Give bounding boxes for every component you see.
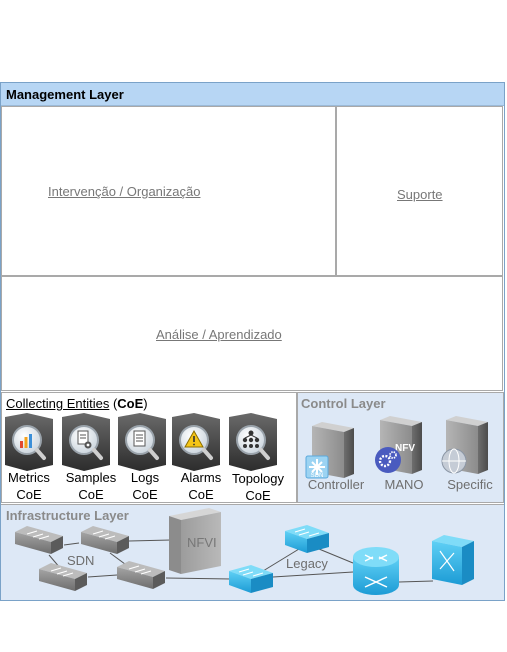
router-icon: [353, 547, 399, 595]
hierarchy-magnifier-icon: [229, 413, 277, 471]
nfvi-server-icon: [169, 508, 221, 574]
intervention-panel: [1, 106, 336, 276]
control-layer-title: Control Layer: [301, 396, 386, 411]
coe-name: Metrics: [8, 470, 50, 485]
switch-icon: [285, 525, 329, 553]
controller-label: Controller: [307, 477, 365, 492]
coe-name: Logs: [130, 470, 160, 485]
collecting-entities-title: Collecting Entities (CoE): [6, 396, 148, 411]
sdn-label: SDN: [67, 553, 95, 568]
coe-abbr: CoE: [117, 396, 144, 411]
nfv-badge-text: NFV: [395, 443, 415, 454]
coe-suffix: CoE: [245, 488, 271, 503]
mano-label: MANO: [384, 477, 424, 492]
coe-suffix: CoE: [188, 487, 214, 502]
nfvi-label: NFVI: [187, 535, 217, 550]
optical-switch-icon: [432, 535, 474, 585]
coe-name: Topology: [231, 471, 285, 486]
coe-name: Samples: [65, 470, 117, 485]
legacy-label: Legacy: [286, 556, 328, 571]
sdn-badge-text: SDN: [311, 473, 324, 479]
analysis-link[interactable]: Análise / Aprendizado: [156, 327, 282, 342]
management-layer-title: Management Layer: [6, 87, 124, 102]
coe-suffix: CoE: [78, 487, 104, 502]
globe-icon: [441, 448, 467, 474]
support-link[interactable]: Suporte: [397, 187, 443, 202]
specific-label: Specific: [447, 477, 493, 492]
switch-icon: [39, 563, 87, 591]
switch-icon: [81, 526, 129, 554]
support-panel: [336, 106, 503, 276]
chart-magnifier-icon: [5, 413, 53, 471]
control-servers: SDN NFV: [305, 416, 488, 479]
title-paren-open: (: [109, 396, 118, 411]
switch-icon: [117, 561, 165, 589]
sdn-badge-icon: SDN: [305, 455, 329, 479]
gear-document-magnifier-icon: [62, 413, 110, 471]
management-layer-header: [1, 83, 504, 106]
coe-suffix: CoE: [132, 487, 158, 502]
coe-name: Alarms: [180, 470, 222, 485]
coe-icons: [5, 413, 277, 471]
switch-icon: [15, 526, 63, 554]
document-magnifier-icon: [118, 413, 166, 471]
infrastructure-diagram: [15, 508, 474, 595]
switch-icon: [229, 565, 273, 593]
warning-magnifier-icon: [172, 413, 220, 471]
network-links: [48, 539, 434, 583]
intervention-link[interactable]: Intervenção / Organização: [48, 184, 201, 199]
collecting-entities-link[interactable]: Collecting Entities: [6, 396, 110, 411]
infrastructure-layer-title: Infrastructure Layer: [6, 508, 129, 523]
gear-icon: [375, 447, 401, 473]
coe-suffix: CoE: [16, 487, 42, 502]
analysis-panel: [1, 276, 503, 391]
title-paren-close: ): [143, 396, 148, 411]
